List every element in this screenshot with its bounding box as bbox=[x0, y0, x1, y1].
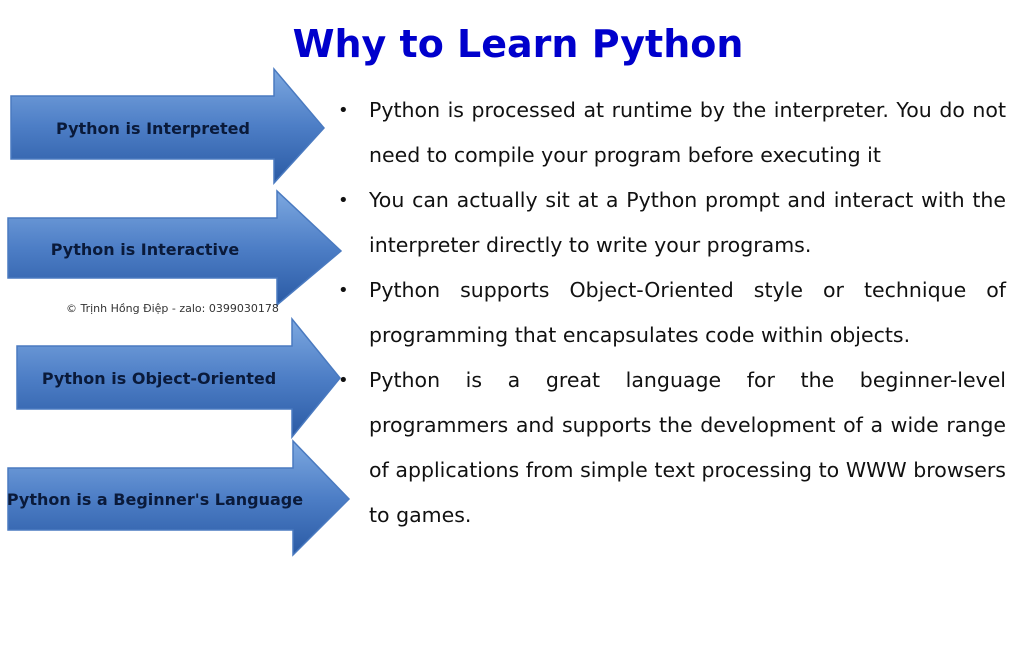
arrow-shape bbox=[7, 189, 343, 307]
bullet-text: Python supports Object-Oriented style or… bbox=[369, 278, 1006, 347]
bullet-icon: • bbox=[338, 190, 349, 211]
bullet-item: • You can actually sit at a Python promp… bbox=[334, 178, 1006, 268]
arrow-interpreted: Python is Interpreted bbox=[8, 66, 328, 186]
bullet-list: • Python is processed at runtime by the … bbox=[334, 88, 1006, 538]
arrow-label: Python is Object-Oriented bbox=[41, 368, 277, 388]
arrow-shape bbox=[16, 316, 341, 440]
arrow-interactive: Python is Interactive bbox=[5, 188, 345, 308]
bullet-item: • Python is a great language for the beg… bbox=[334, 358, 1006, 538]
bullet-text: Python is a great language for the begin… bbox=[369, 368, 1006, 527]
bullet-text: You can actually sit at a Python prompt … bbox=[369, 188, 1006, 257]
arrow-object-oriented: Python is Object-Oriented bbox=[14, 316, 344, 440]
arrow-label: Python is a Beginner's Language bbox=[6, 489, 304, 509]
bullet-icon: • bbox=[338, 370, 349, 391]
watermark-credit: © Trịnh Hồng Điệp - zalo: 0399030178 bbox=[66, 302, 279, 315]
arrow-beginner: Python is a Beginner's Language bbox=[5, 438, 353, 558]
bullet-item: • Python is processed at runtime by the … bbox=[334, 88, 1006, 178]
bullet-text: Python is processed at runtime by the in… bbox=[369, 98, 1006, 167]
bullet-icon: • bbox=[338, 100, 349, 121]
slide-title: Why to Learn Python bbox=[292, 22, 744, 66]
bullet-icon: • bbox=[338, 280, 349, 301]
arrow-shape bbox=[7, 439, 351, 557]
arrow-shape bbox=[10, 66, 325, 185]
bullet-item: • Python supports Object-Oriented style … bbox=[334, 268, 1006, 358]
arrow-label: Python is Interactive bbox=[50, 239, 240, 259]
arrow-label: Python is Interpreted bbox=[56, 118, 250, 138]
